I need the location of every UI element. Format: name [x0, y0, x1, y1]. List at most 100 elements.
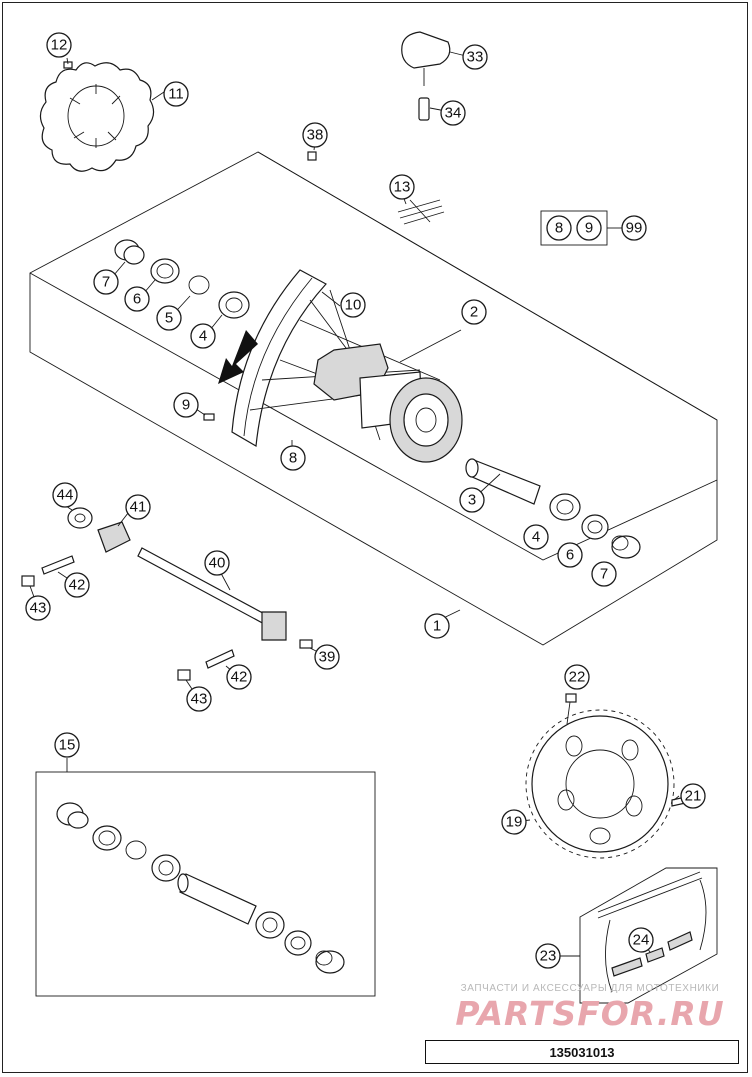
- callout-label: 9: [182, 397, 190, 414]
- rear-sprocket: [525, 709, 675, 859]
- callout-label: 39: [319, 649, 336, 666]
- callout-label: 7: [102, 274, 110, 291]
- callout-7-left: 7: [93, 269, 119, 295]
- sprocket-nut-22: [565, 693, 577, 703]
- callout-label: 6: [566, 547, 574, 564]
- callout-label: 8: [289, 450, 297, 467]
- callout-6-right: 6: [557, 542, 583, 568]
- nut-43-upper: [21, 575, 35, 587]
- set-seal-right: [284, 930, 312, 956]
- callout-kit-8: 8: [546, 215, 572, 241]
- callout-label: 12: [51, 37, 68, 54]
- callout-21: 21: [680, 783, 706, 809]
- callout-label: 19: [506, 814, 523, 831]
- callout-6-left: 6: [124, 286, 150, 312]
- callout-10: 10: [340, 292, 366, 318]
- callout-11: 11: [163, 81, 189, 107]
- callout-label: 13: [394, 179, 411, 196]
- axle-plug-33: [401, 31, 451, 86]
- callout-44: 44: [52, 482, 78, 508]
- callout-kit-9: 9: [576, 215, 602, 241]
- callout-label: 2: [470, 304, 478, 321]
- callout-24: 24: [628, 927, 654, 953]
- callout-label: 99: [626, 220, 643, 237]
- callout-34: 34: [440, 100, 466, 126]
- distance-tube-3: [465, 458, 541, 505]
- callout-42-upper: 42: [64, 572, 90, 598]
- callout-label: 34: [445, 105, 462, 122]
- callout-label: 9: [585, 220, 593, 237]
- callout-38: 38: [302, 122, 328, 148]
- callout-12: 12: [46, 32, 72, 58]
- callout-23: 23: [535, 943, 561, 969]
- callout-label: 41: [130, 499, 147, 516]
- watermark-logo: PARTSFOR.RU: [455, 994, 725, 1033]
- brake-disc: [39, 62, 155, 172]
- set-tube: [177, 873, 257, 925]
- callout-label: 23: [540, 948, 557, 965]
- hub-screw-9: [203, 413, 215, 421]
- spoke-set: [397, 199, 445, 225]
- callout-4-right: 4: [523, 524, 549, 550]
- nipple-38: [307, 151, 317, 161]
- callout-label: 42: [231, 669, 248, 686]
- callout-99: 99: [621, 215, 647, 241]
- callout-3: 3: [459, 487, 485, 513]
- spacer-7-left: [114, 239, 145, 265]
- callout-5: 5: [156, 305, 182, 331]
- shaft-seal-6-right: [581, 514, 609, 540]
- callout-label: 4: [199, 328, 207, 345]
- set-bearing-left: [151, 854, 181, 882]
- callout-13: 13: [389, 174, 415, 200]
- screw-42-lower: [205, 649, 235, 669]
- callout-19: 19: [501, 809, 527, 835]
- callout-label: 7: [600, 566, 608, 583]
- nut-43-lower: [177, 669, 191, 681]
- sleeve-34: [418, 97, 430, 121]
- callout-label: 21: [685, 788, 702, 805]
- rim: [231, 269, 327, 447]
- callout-label: 3: [468, 492, 476, 509]
- callout-9: 9: [173, 392, 199, 418]
- callout-label: 42: [69, 577, 86, 594]
- callout-label: 33: [467, 49, 484, 66]
- chain-set-box: [579, 867, 718, 1004]
- spacer-7-right: [611, 535, 641, 559]
- adjuster-44: [67, 507, 93, 529]
- callout-33: 33: [462, 44, 488, 70]
- chain-adjuster-41: [97, 521, 131, 553]
- callout-label: 10: [345, 297, 362, 314]
- callout-label: 4: [532, 529, 540, 546]
- drawing-code-box: 135031013: [425, 1040, 739, 1064]
- callout-8: 8: [280, 445, 306, 471]
- callout-7-right: 7: [591, 561, 617, 587]
- callout-label: 38: [307, 127, 324, 144]
- bearing-4-right: [549, 493, 581, 521]
- callout-label: 15: [59, 737, 76, 754]
- callout-label: 22: [569, 669, 586, 686]
- callout-label: 43: [30, 600, 47, 617]
- screw-39: [299, 639, 313, 649]
- callout-label: 24: [633, 932, 650, 949]
- set-bearing-right: [255, 911, 285, 939]
- circlip-5: [188, 275, 210, 295]
- callout-39: 39: [314, 644, 340, 670]
- callout-4-left: 4: [190, 323, 216, 349]
- set-circlip: [125, 840, 147, 860]
- bearing-set-box: [35, 771, 376, 997]
- callout-label: 40: [209, 555, 226, 572]
- callout-label: 44: [57, 487, 74, 504]
- drawing-code: 135031013: [549, 1044, 615, 1060]
- watermark-caption: ЗАПЧАСТИ И АКСЕССУАРЫ ДЛЯ МОТОТЕХНИКИ: [460, 983, 720, 994]
- callout-42-lower: 42: [226, 664, 252, 690]
- shaft-seal-6-left: [150, 258, 180, 284]
- callout-1: 1: [424, 613, 450, 639]
- watermark: ЗАПЧАСТИ И АКСЕССУАРЫ ДЛЯ МОТОТЕХНИКИ PA…: [440, 983, 740, 1033]
- callout-2: 2: [461, 299, 487, 325]
- callout-43-lower: 43: [186, 686, 212, 712]
- callout-41: 41: [125, 494, 151, 520]
- bearing-4-left: [218, 291, 250, 319]
